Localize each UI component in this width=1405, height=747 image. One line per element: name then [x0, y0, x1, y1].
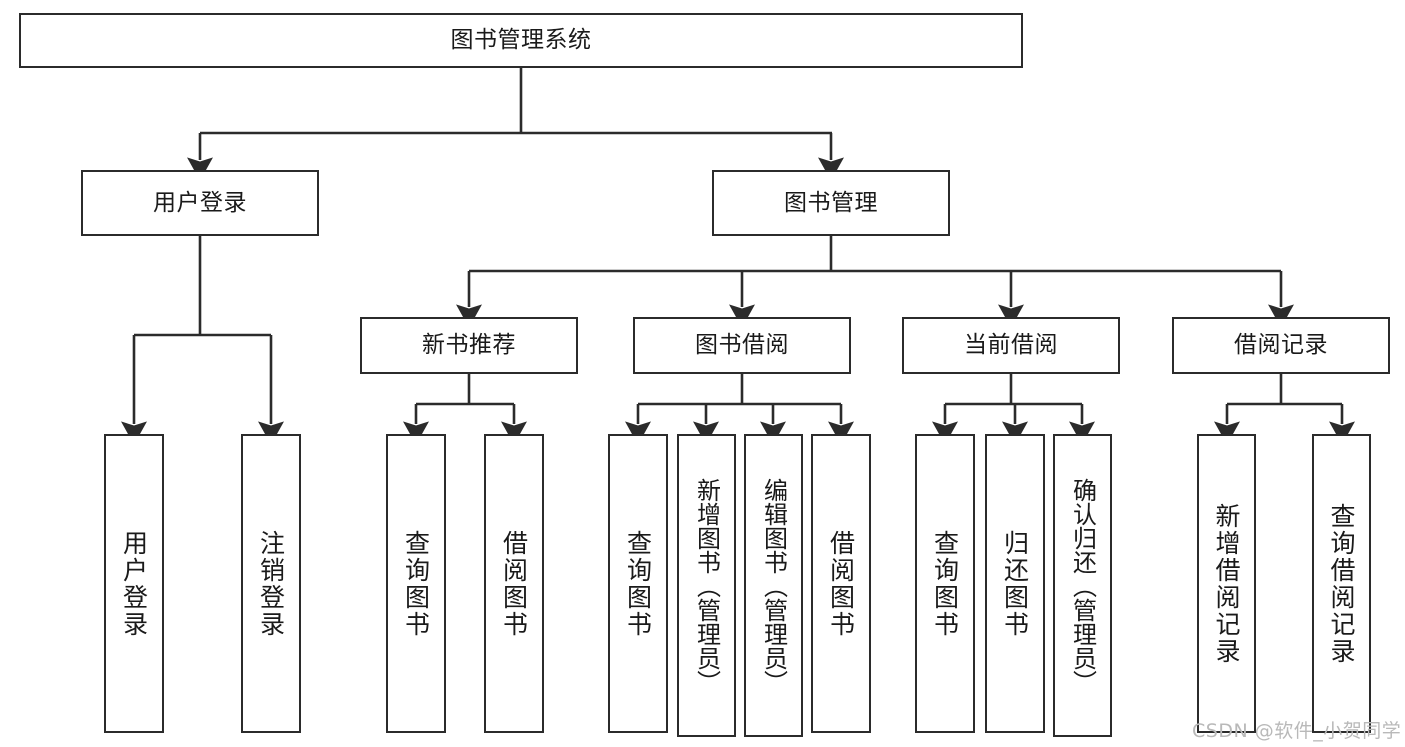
node-leaf-confirm-return-admin[interactable]: 确认归还（管理员）	[1053, 434, 1112, 737]
node-book-management[interactable]: 图书管理	[712, 170, 950, 236]
node-book-management-label: 图书管理	[784, 189, 878, 216]
node-leaf-confirm-return-admin-label: 确认归还（管理员）	[1068, 477, 1097, 694]
node-current-borrow[interactable]: 当前借阅	[902, 317, 1120, 374]
node-leaf-add-borrow-record[interactable]: 新增借阅记录	[1197, 434, 1256, 733]
node-leaf-query-book-recommend-label: 查询图书	[401, 529, 431, 638]
node-current-borrow-label: 当前借阅	[964, 332, 1058, 359]
node-leaf-add-book-admin[interactable]: 新增图书（管理员）	[677, 434, 736, 737]
node-user-login[interactable]: 用户登录	[81, 170, 319, 236]
node-leaf-borrow-book-recommend-label: 借阅图书	[499, 529, 529, 638]
node-leaf-user-login[interactable]: 用户登录	[104, 434, 164, 733]
node-borrow-record[interactable]: 借阅记录	[1172, 317, 1390, 374]
node-leaf-query-book-borrow-label: 查询图书	[623, 529, 653, 638]
node-leaf-edit-book-admin[interactable]: 编辑图书（管理员）	[744, 434, 803, 737]
node-user-login-label: 用户登录	[153, 189, 247, 216]
node-leaf-borrow-book-borrow-label: 借阅图书	[826, 529, 856, 638]
node-leaf-user-logout[interactable]: 注销登录	[241, 434, 301, 733]
node-leaf-borrow-book-recommend[interactable]: 借阅图书	[484, 434, 544, 733]
node-leaf-add-book-admin-label: 新增图书（管理员）	[692, 477, 721, 694]
node-book-borrow-label: 图书借阅	[695, 332, 789, 359]
node-leaf-return-book-label: 归还图书	[1000, 529, 1030, 638]
node-leaf-user-login-label: 用户登录	[119, 529, 149, 638]
node-leaf-query-book-current[interactable]: 查询图书	[915, 434, 975, 733]
node-leaf-add-borrow-record-label: 新增借阅记录	[1212, 502, 1241, 665]
node-leaf-user-logout-label: 注销登录	[256, 529, 286, 638]
node-leaf-edit-book-admin-label: 编辑图书（管理员）	[759, 477, 788, 694]
node-borrow-record-label: 借阅记录	[1234, 332, 1328, 359]
node-leaf-query-book-current-label: 查询图书	[930, 529, 960, 638]
node-leaf-query-borrow-record-label: 查询借阅记录	[1327, 502, 1356, 665]
node-book-borrow[interactable]: 图书借阅	[633, 317, 851, 374]
node-leaf-query-borrow-record[interactable]: 查询借阅记录	[1312, 434, 1371, 733]
node-new-book-recommend[interactable]: 新书推荐	[360, 317, 578, 374]
node-leaf-borrow-book-borrow[interactable]: 借阅图书	[811, 434, 871, 733]
node-new-book-recommend-label: 新书推荐	[422, 332, 516, 359]
node-leaf-query-book-borrow[interactable]: 查询图书	[608, 434, 668, 733]
node-root[interactable]: 图书管理系统	[19, 13, 1023, 68]
csdn-watermark: CSDN @软件_小贺同学	[1192, 720, 1402, 742]
node-root-label: 图书管理系统	[450, 27, 592, 54]
node-leaf-query-book-recommend[interactable]: 查询图书	[386, 434, 446, 733]
node-leaf-return-book[interactable]: 归还图书	[985, 434, 1045, 733]
